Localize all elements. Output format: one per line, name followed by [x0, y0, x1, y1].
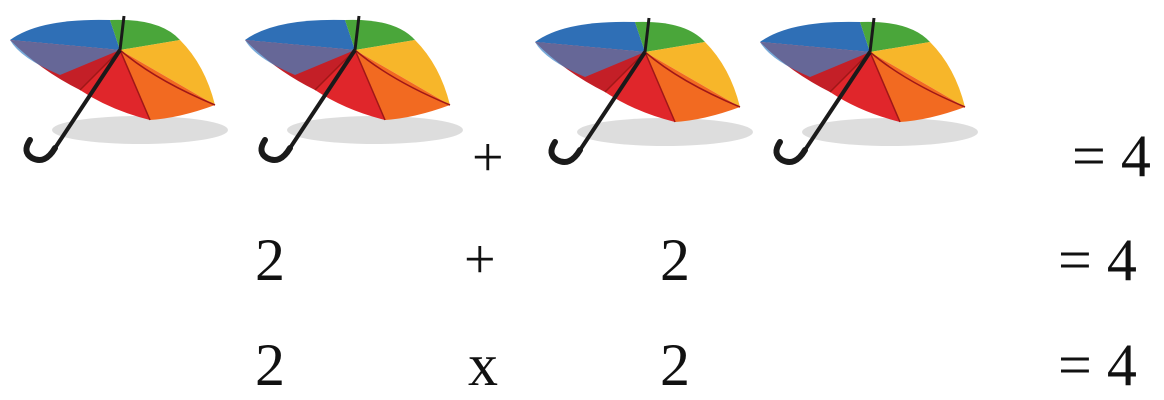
- row3-left-number: 2: [255, 332, 285, 398]
- row2-left-number: 2: [255, 227, 285, 293]
- row3-right-number: 2: [660, 332, 690, 398]
- umbrella-icon: [750, 12, 980, 172]
- umbrella-icon: [0, 10, 230, 170]
- row1-result: = 4: [1072, 123, 1151, 189]
- row2-result: = 4: [1058, 227, 1137, 293]
- row2-plus-sign: +: [464, 229, 496, 291]
- row2-right-number: 2: [660, 227, 690, 293]
- umbrella-icon: [525, 12, 755, 172]
- umbrella-icon: [235, 10, 465, 170]
- plus-sign: +: [472, 127, 504, 189]
- row3-result: = 4: [1058, 332, 1137, 398]
- row3-times-sign: x: [468, 332, 498, 398]
